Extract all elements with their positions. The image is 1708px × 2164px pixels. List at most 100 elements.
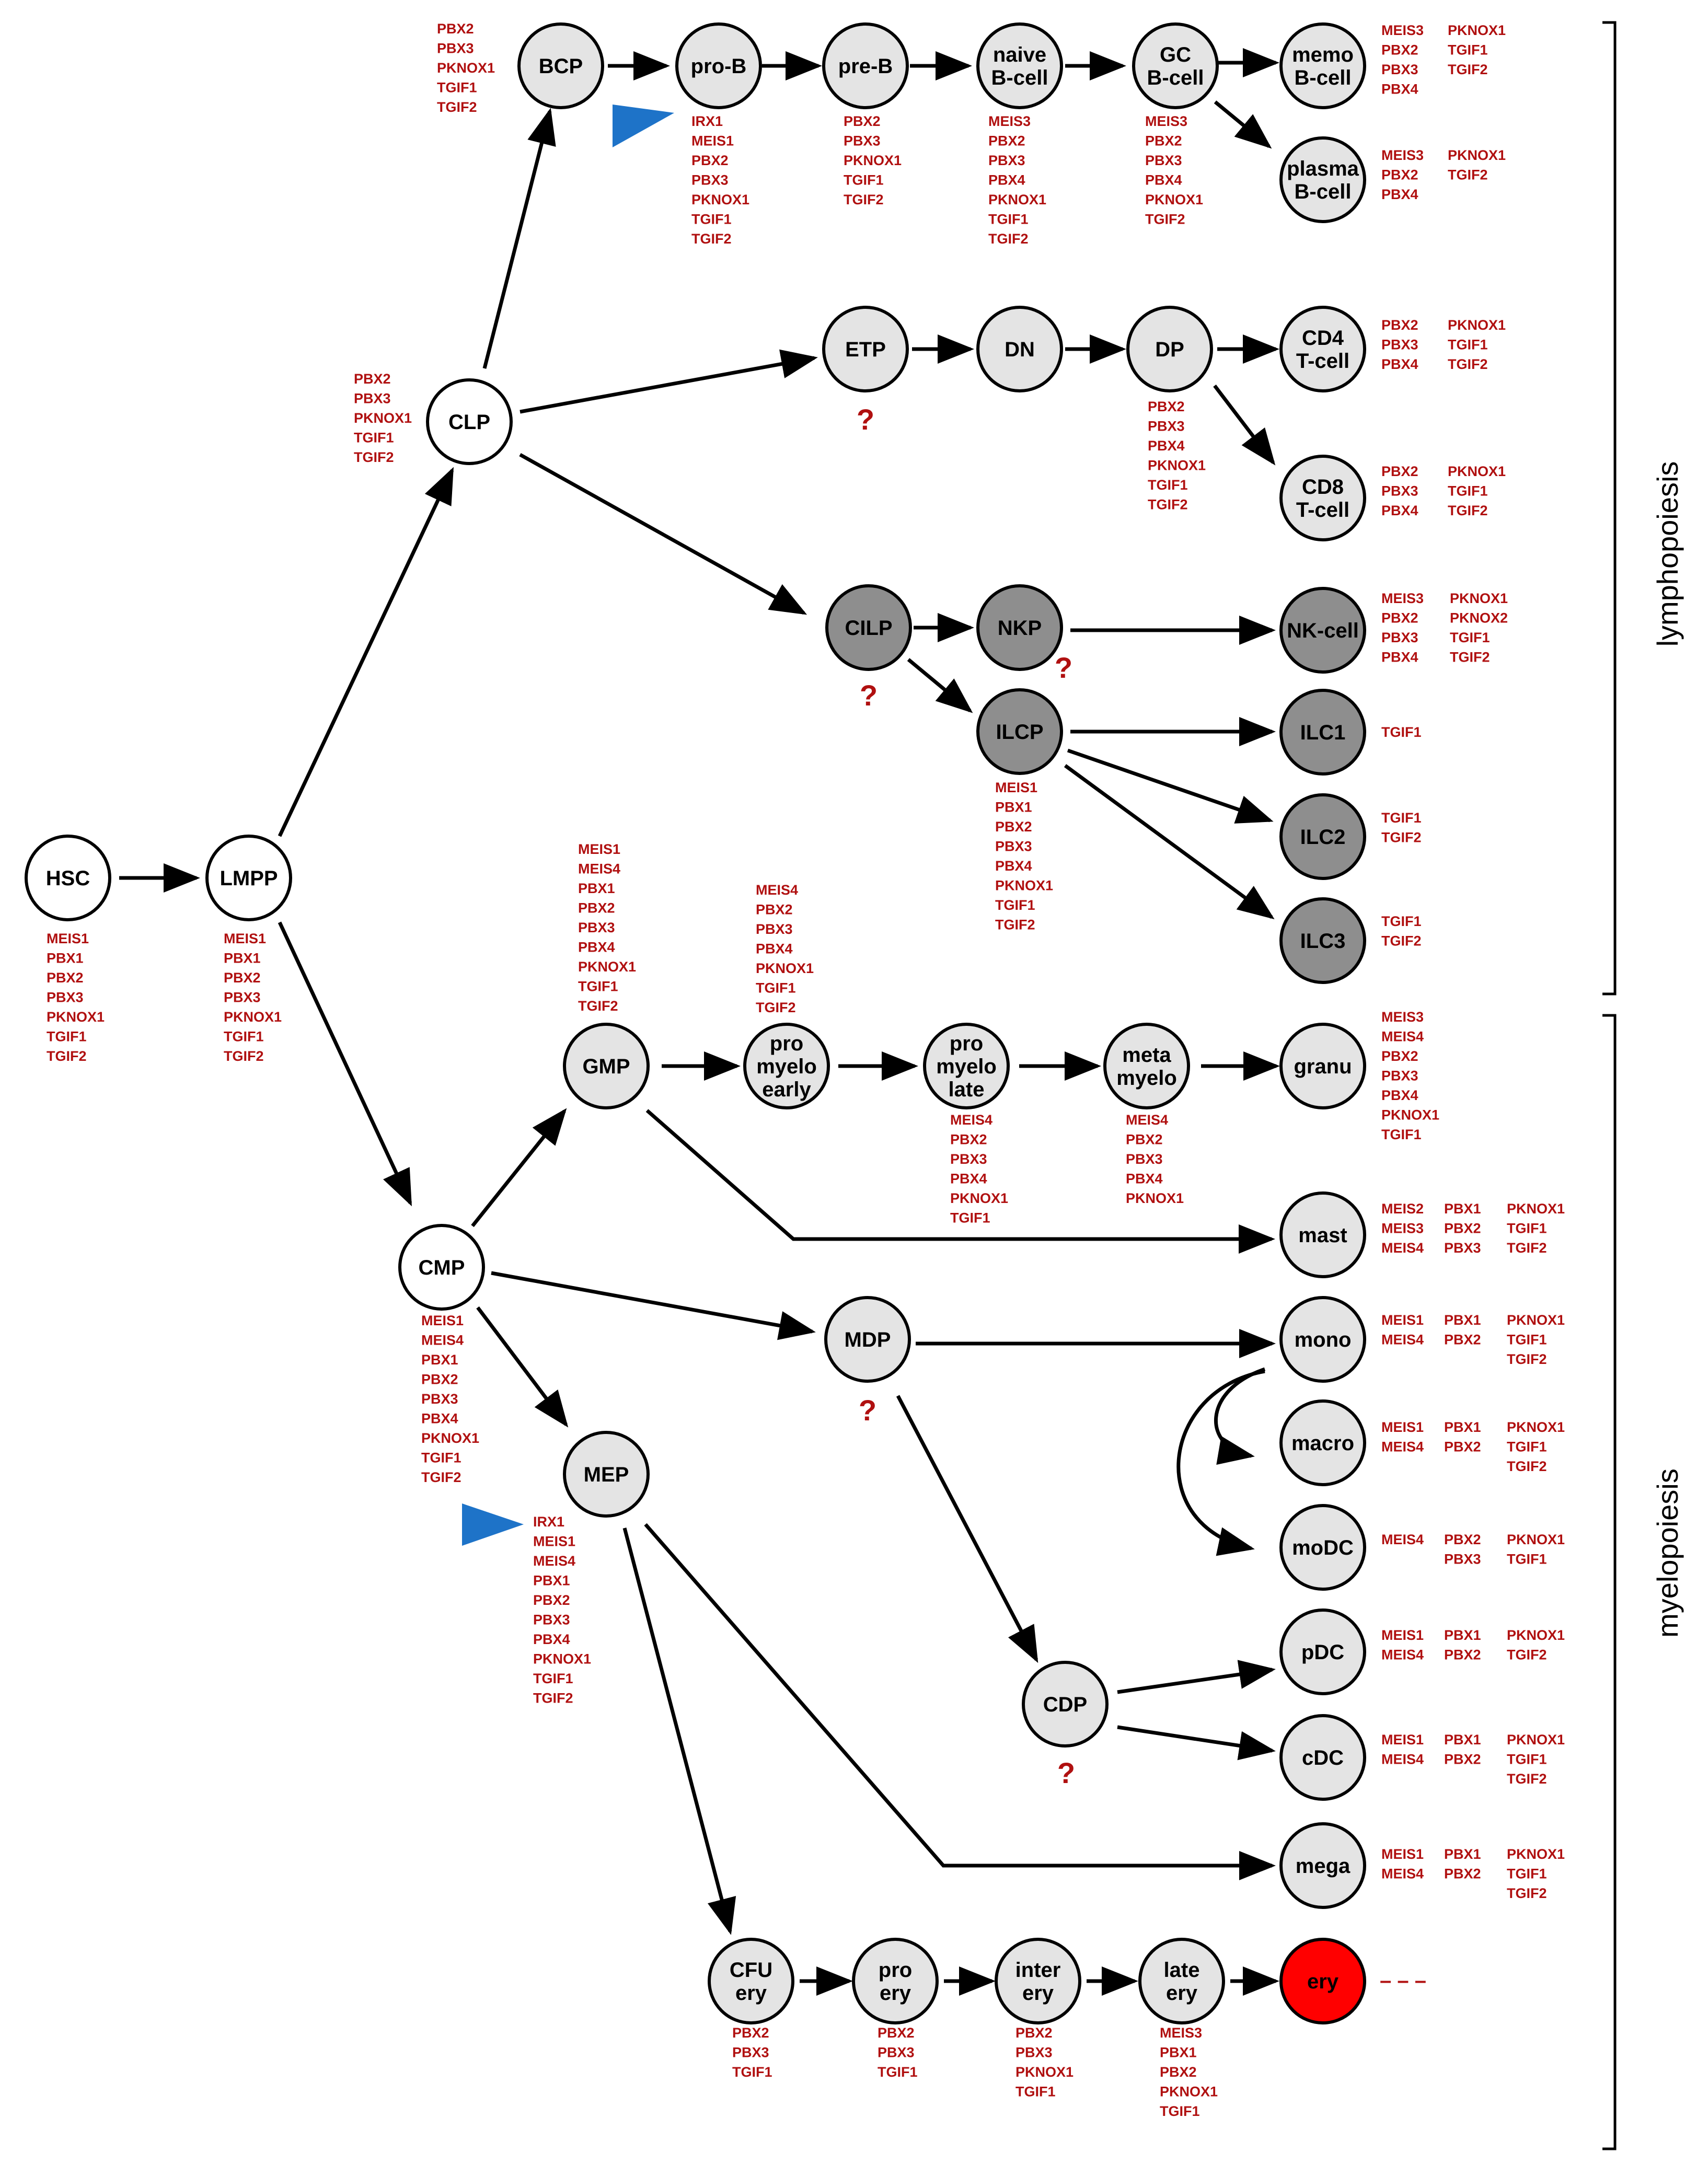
gene-label: PBX2 [732, 2025, 769, 2041]
node-mast: mast [1279, 1191, 1366, 1278]
gene-label: TGIF2 [421, 1469, 461, 1485]
gene-label: TGIF1 [1148, 477, 1188, 493]
gene-label: PBX1 [1160, 2045, 1197, 2061]
gene-label: PKNOX2 [1450, 610, 1508, 626]
node-label-mono: mono [1295, 1328, 1352, 1351]
node-bcp: BCP [517, 22, 604, 109]
gene-label: PBX3 [47, 990, 84, 1005]
gene-label: IRX1 [533, 1514, 564, 1530]
node-circle-gcb [1132, 22, 1219, 109]
node-ilc3: ILC3 [1279, 897, 1366, 984]
gene-label: PBX3 [1381, 62, 1418, 77]
gene-label: PBX4 [756, 941, 793, 957]
triangle-marker-icon [462, 1503, 524, 1546]
node-circle-cd4 [1279, 306, 1366, 392]
gene-label: MEIS3 [1145, 113, 1187, 129]
gene-label: MEIS4 [533, 1553, 575, 1569]
gene-label: PBX2 [224, 970, 261, 986]
gene-label: TGIF2 [844, 192, 884, 207]
gene-label: MEIS4 [756, 882, 798, 898]
node-label-metamyelo: myelo [1116, 1067, 1177, 1090]
gene-label: TGIF2 [224, 1048, 264, 1064]
gene-label: PBX4 [950, 1171, 987, 1187]
gene-label: PBX3 [1381, 483, 1418, 499]
gene-label: TGIF2 [47, 1048, 87, 1064]
gene-label: TGIF2 [578, 998, 618, 1014]
node-label-memob: memo [1292, 43, 1354, 66]
node-circle-cdp [1022, 1661, 1109, 1748]
gene-label: TGIF1 [1448, 483, 1488, 499]
node-label-lateery: late [1164, 1959, 1200, 1982]
gene-label: PBX3 [756, 921, 793, 937]
gene-label: MEIS1 [1381, 1846, 1424, 1862]
gene-label: PKNOX1 [421, 1430, 479, 1446]
node-circle-mast [1279, 1191, 1366, 1278]
node-gcb: GCB-cell [1132, 22, 1219, 109]
gene-label: MEIS4 [421, 1333, 464, 1348]
gene-label: PBX3 [1148, 419, 1185, 434]
node-label-naiveb: B-cell [991, 66, 1048, 89]
dp-to-cd8 [1213, 384, 1276, 466]
gene-label: PBX2 [1381, 167, 1418, 183]
node-label-metamyelo: meta [1122, 1044, 1171, 1067]
genes-gmp: MEIS1MEIS4PBX1PBX2PBX3PBX4PKNOX1TGIF1TGI… [578, 841, 636, 1014]
gene-label: MEIS1 [1381, 1419, 1424, 1435]
node-circle-naiveb [976, 22, 1063, 109]
node-nkp: NKP [976, 584, 1063, 671]
gene-label: PKNOX1 [1507, 1532, 1565, 1547]
node-label-interery: ery [1022, 1982, 1054, 2005]
gene-label: TGIF1 [732, 2064, 772, 2080]
gene-label: TGIF1 [1381, 913, 1422, 929]
gene-label: PKNOX1 [1448, 22, 1506, 38]
unknown-question-mark: ? [859, 1394, 876, 1427]
node-label-ery: ery [1307, 1970, 1339, 1993]
gene-label: TGIF2 [1507, 1647, 1547, 1663]
gene-label: PBX1 [1444, 1846, 1481, 1862]
mono-to-modc [1176, 1369, 1265, 1556]
gene-label: PBX3 [1015, 2045, 1053, 2061]
node-label-interery: inter [1015, 1959, 1061, 1982]
gene-label: PBX2 [578, 900, 615, 916]
node-circle-lmpp [205, 835, 292, 921]
gene-label: PBX1 [421, 1352, 458, 1368]
gene-label: TGIF2 [1507, 1771, 1547, 1787]
gene-label: TGIF1 [1507, 1552, 1547, 1567]
gene-label: TGIF1 [1160, 2103, 1200, 2119]
node-circle-nkcell [1279, 587, 1366, 674]
mep-to-mega [644, 1523, 1276, 1880]
gene-label: TGIF1 [437, 80, 477, 96]
node-label-cd8: T-cell [1296, 499, 1349, 522]
ilcp-to-ilc2 [1067, 748, 1274, 824]
node-label-pdc: pDC [1301, 1641, 1344, 1664]
gene-label: TGIF2 [1507, 1240, 1547, 1256]
gene-label: PBX2 [354, 371, 391, 387]
gene-label: MEIS4 [1381, 1439, 1424, 1455]
unknown-question-mark: ? [1057, 1756, 1075, 1789]
gene-label: TGIF1 [533, 1671, 573, 1686]
node-label-plasmab: B-cell [1295, 180, 1352, 203]
gene-label: TGIF1 [578, 979, 618, 994]
gene-label: TGIF1 [1448, 337, 1488, 353]
node-label-nkcell: NK-cell [1287, 619, 1359, 642]
gene-label: PKNOX1 [950, 1190, 1008, 1206]
node-label-cdp: CDP [1043, 1693, 1087, 1716]
gene-label: PBX3 [844, 133, 881, 149]
node-label-ilc3: ILC3 [1300, 930, 1346, 953]
gene-label: PBX3 [533, 1612, 570, 1628]
gene-label: MEIS4 [1381, 1752, 1424, 1767]
gene-label: TGIF1 [1507, 1221, 1547, 1236]
gene-label: TGIF1 [1381, 810, 1422, 826]
lineage-arrows [119, 48, 1280, 1996]
node-circle-dn [976, 306, 1063, 392]
gene-label: TGIF2 [533, 1691, 573, 1706]
gene-label: TGIF1 [421, 1450, 461, 1466]
